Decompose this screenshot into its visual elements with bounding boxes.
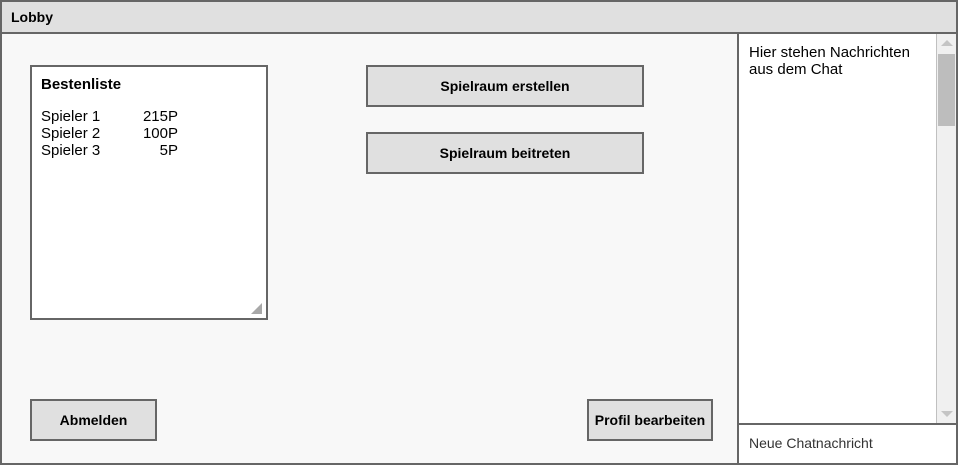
player-score: 5P	[159, 142, 178, 159]
resize-grip-icon[interactable]	[251, 303, 262, 314]
scroll-down-arrow-icon[interactable]	[941, 411, 953, 417]
chat-messages: Hier stehen Nachrichten aus dem Chat	[739, 34, 956, 425]
leaderboard-row: Spieler 3 5P	[41, 142, 266, 159]
edit-profile-button[interactable]: Profil bearbeiten	[587, 399, 713, 441]
window-title: Lobby	[2, 2, 956, 34]
player-name: Spieler 2	[41, 125, 101, 142]
player-score: 215P	[142, 108, 178, 125]
chat-panel: Hier stehen Nachrichten aus dem Chat	[737, 34, 956, 463]
player-name: Spieler 3	[41, 142, 101, 159]
create-room-button[interactable]: Spielraum erstellen	[366, 65, 644, 107]
player-name: Spieler 1	[41, 108, 101, 125]
lobby-main-area: Bestenliste Spieler 1 215P Spieler 2 100…	[2, 34, 737, 463]
leaderboard-title: Bestenliste	[41, 76, 122, 93]
leaderboard-panel: Bestenliste Spieler 1 215P Spieler 2 100…	[30, 65, 268, 320]
leaderboard-row: Spieler 2 100P	[41, 125, 266, 142]
leaderboard-row: Spieler 1 215P	[41, 108, 266, 125]
logout-button[interactable]: Abmelden	[30, 399, 157, 441]
chat-message-input[interactable]	[739, 425, 956, 461]
chat-messages-text: Hier stehen Nachrichten aus dem Chat	[749, 44, 910, 78]
scroll-up-arrow-icon[interactable]	[941, 40, 953, 46]
chat-scrollbar[interactable]	[936, 34, 956, 423]
join-room-button[interactable]: Spielraum beitreten	[366, 132, 644, 174]
player-score: 100P	[142, 125, 178, 142]
scroll-thumb[interactable]	[938, 54, 955, 126]
